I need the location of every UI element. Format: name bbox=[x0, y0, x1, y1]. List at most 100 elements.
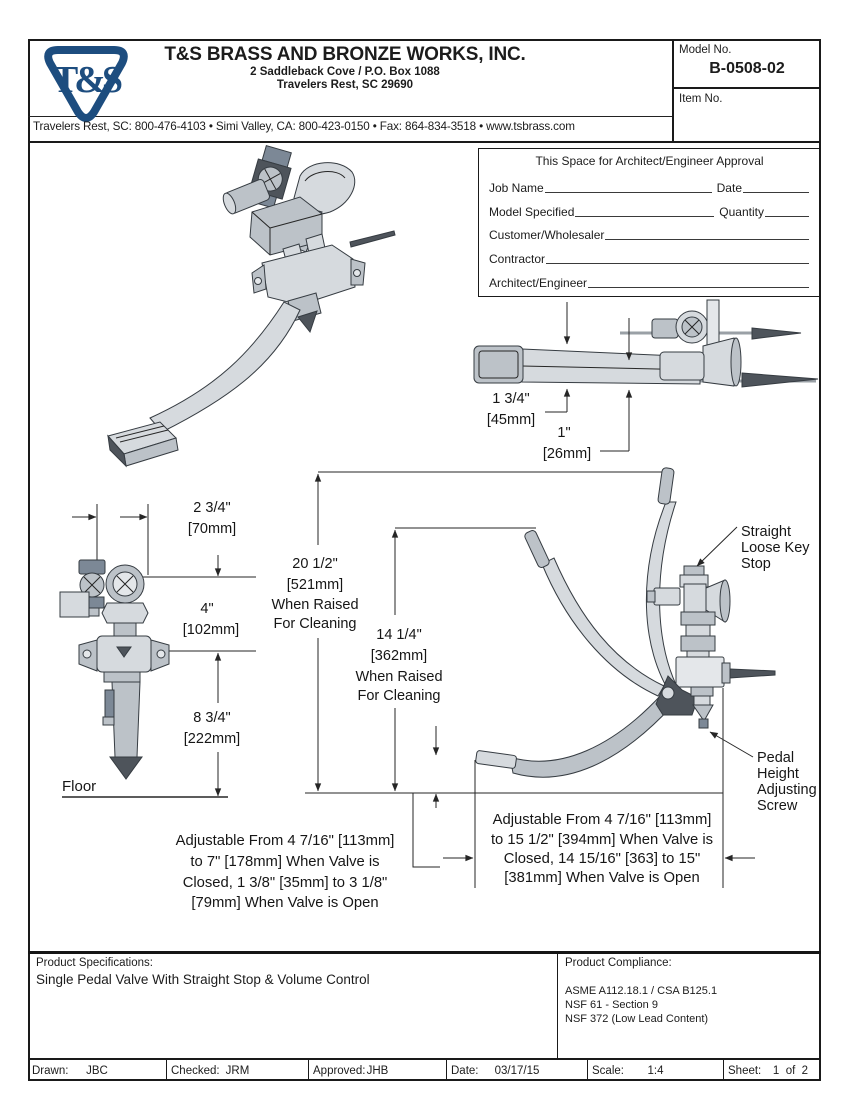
iso-inlet-fitting bbox=[222, 179, 270, 215]
dim-floor-height-in: 8 3/4" bbox=[193, 710, 230, 726]
side-pin bbox=[729, 668, 776, 679]
quantity-blank bbox=[765, 207, 809, 217]
sheet-label: Sheet: bbox=[728, 1064, 762, 1077]
callout-stop-line1: Straight bbox=[741, 524, 791, 540]
model-specified-blank bbox=[575, 207, 715, 217]
callout-screw-line2: Height bbox=[757, 766, 799, 782]
phone-divider bbox=[28, 116, 673, 117]
title-block-footer: Drawn: JBC Checked: JRM Approved: JHB Da… bbox=[28, 1058, 821, 1081]
approval-title: This Space for Architect/Engineer Approv… bbox=[535, 154, 764, 168]
approved-label: Approved: bbox=[313, 1064, 366, 1077]
iso-pin bbox=[349, 230, 396, 248]
top-anchor-spike-1 bbox=[751, 327, 802, 340]
side-valve-assembly bbox=[646, 565, 776, 729]
sheet-value: 1 of 2 bbox=[772, 1064, 809, 1077]
dim-pedal-width-in: 1 3/4" bbox=[492, 391, 529, 407]
page-border bbox=[28, 39, 821, 1081]
dim-raised-outer-note1: When Raised bbox=[271, 597, 358, 613]
iso-valve-body bbox=[261, 244, 356, 306]
approval-row-contractor: Contractor bbox=[489, 242, 810, 266]
item-no-label: Item No. bbox=[679, 93, 723, 105]
adjustable-right-line2: to 15 1/2" [394mm] When Valve is bbox=[491, 832, 713, 848]
logo-text: T&S bbox=[53, 59, 122, 101]
isometric-view bbox=[107, 145, 396, 468]
phone-line: Travelers Rest, SC: 800-476-4103 • Simi … bbox=[33, 120, 575, 133]
contractor-blank bbox=[546, 254, 809, 265]
drawn-label: Drawn: bbox=[32, 1064, 69, 1077]
specs-text: Single Pedal Valve With Straight Stop & … bbox=[36, 972, 370, 987]
approval-row-job: Job Name Date bbox=[489, 171, 810, 195]
front-view: 2 3/4" [70mm] 4" [102mm] 8 3/4" [222mm] … bbox=[59, 500, 256, 798]
compliance-line: ASME A112.18.1 / CSA B125.1 bbox=[565, 985, 718, 997]
product-specifications: Product Specifications: Single Pedal Val… bbox=[36, 957, 536, 987]
scale-value: 1:4 bbox=[647, 1064, 664, 1077]
product-compliance: Product Compliance: ASME A112.18.1 / CSA… bbox=[565, 957, 813, 1027]
bottom-section-divider bbox=[28, 951, 821, 954]
job-name-label: Job Name bbox=[489, 180, 544, 195]
top-view: 1 3/4" [45mm] 1" [26mm] bbox=[473, 299, 819, 462]
callout-stop-line2: Loose Key bbox=[741, 540, 810, 556]
customer-blank bbox=[605, 230, 809, 241]
architect-label: Architect/Engineer bbox=[489, 275, 588, 290]
adjustable-left-line4: [79mm] When Valve is Open bbox=[191, 895, 378, 911]
specs-compliance-divider bbox=[557, 954, 558, 1058]
model-specified-label: Model Specified bbox=[489, 204, 575, 219]
front-bracket bbox=[59, 591, 90, 618]
front-stop-valve bbox=[78, 559, 106, 617]
checked-label: Checked: bbox=[171, 1064, 220, 1077]
top-anchor-spike-2 bbox=[741, 372, 819, 388]
quantity-label: Quantity bbox=[719, 204, 764, 219]
customer-label: Customer/Wholesaler bbox=[489, 228, 605, 243]
floor-label: Floor bbox=[62, 778, 96, 795]
front-foot-tip bbox=[109, 756, 143, 780]
dim-pedal-width-mm: [45mm] bbox=[487, 412, 535, 428]
side-view: 20 1/2" [521mm] When Raised For Cleaning… bbox=[176, 467, 817, 911]
footer-cell-scale: Scale: 1:4 bbox=[588, 1060, 724, 1081]
architect-blank bbox=[588, 278, 809, 288]
adjustable-left-line3: Closed, 1 3/8" [35mm] to 3 1/8" bbox=[183, 875, 388, 891]
dim-raised-outer-in: 20 1/2" bbox=[292, 556, 337, 572]
dim-pedal-end-in: 1" bbox=[557, 425, 570, 441]
callout-screw-line1: Pedal bbox=[757, 750, 794, 766]
ts-brass-logo: T&S bbox=[44, 46, 128, 122]
dim-floor-height-mm: [222mm] bbox=[184, 731, 240, 747]
front-leg bbox=[111, 681, 141, 758]
approval-row-customer: Customer/Wholesaler bbox=[489, 219, 810, 243]
side-pedal-raised-outer bbox=[645, 467, 686, 701]
approval-box: This Space for Architect/Engineer Approv… bbox=[478, 148, 821, 297]
top-bell-flange bbox=[702, 337, 735, 387]
item-box-divider bbox=[672, 87, 821, 89]
contractor-label: Contractor bbox=[489, 252, 546, 267]
footer-cell-approved: Approved: JHB bbox=[309, 1060, 447, 1081]
footer-cell-date: Date: 03/17/15 bbox=[447, 1060, 588, 1081]
footer-cell-sheet: Sheet: 1 of 2 bbox=[724, 1060, 821, 1081]
footer-cell-drawn: Drawn: JBC bbox=[28, 1060, 167, 1081]
iso-pedal-arm bbox=[149, 301, 301, 433]
model-no-value: B-0508-02 bbox=[709, 60, 785, 77]
dim-offset-in: 2 3/4" bbox=[193, 500, 230, 516]
side-valve-body bbox=[675, 656, 725, 688]
adjustable-right-line1: Adjustable From 4 7/16" [113mm] bbox=[493, 812, 712, 828]
pedal-height-adjusting-screw bbox=[692, 704, 714, 722]
iso-pedal-pad bbox=[107, 421, 179, 468]
adjustable-right-line4: [381mm] When Valve is Open bbox=[504, 870, 699, 886]
adjustable-left-line1: Adjustable From 4 7/16" [113mm] bbox=[176, 833, 395, 849]
approved-value: JHB bbox=[366, 1064, 389, 1077]
dim-raised-inner-note1: When Raised bbox=[355, 669, 442, 685]
job-name-blank bbox=[544, 183, 712, 193]
dim-valve-height-mm: [102mm] bbox=[183, 622, 239, 638]
date-blank bbox=[743, 183, 809, 193]
company-address2: Travelers Rest, SC 29690 bbox=[276, 79, 414, 92]
adjustable-right-line3: Closed, 14 15/16" [363] to 15" bbox=[504, 851, 700, 867]
company-name: T&S BRASS AND BRONZE WORKS, INC. bbox=[164, 44, 526, 65]
drawn-value: JBC bbox=[86, 1064, 108, 1077]
model-box-divider bbox=[672, 39, 674, 143]
scale-label: Scale: bbox=[592, 1064, 624, 1077]
dim-raised-inner-mm: [362mm] bbox=[371, 648, 427, 664]
callout-screw-line4: Screw bbox=[757, 798, 798, 814]
callout-screw-line3: Adjusting bbox=[757, 782, 817, 798]
side-pedal-raised-inner bbox=[524, 530, 665, 697]
header-divider bbox=[28, 141, 821, 143]
date-label: Date: bbox=[451, 1064, 479, 1077]
compliance-label: Product Compliance: bbox=[565, 957, 672, 969]
